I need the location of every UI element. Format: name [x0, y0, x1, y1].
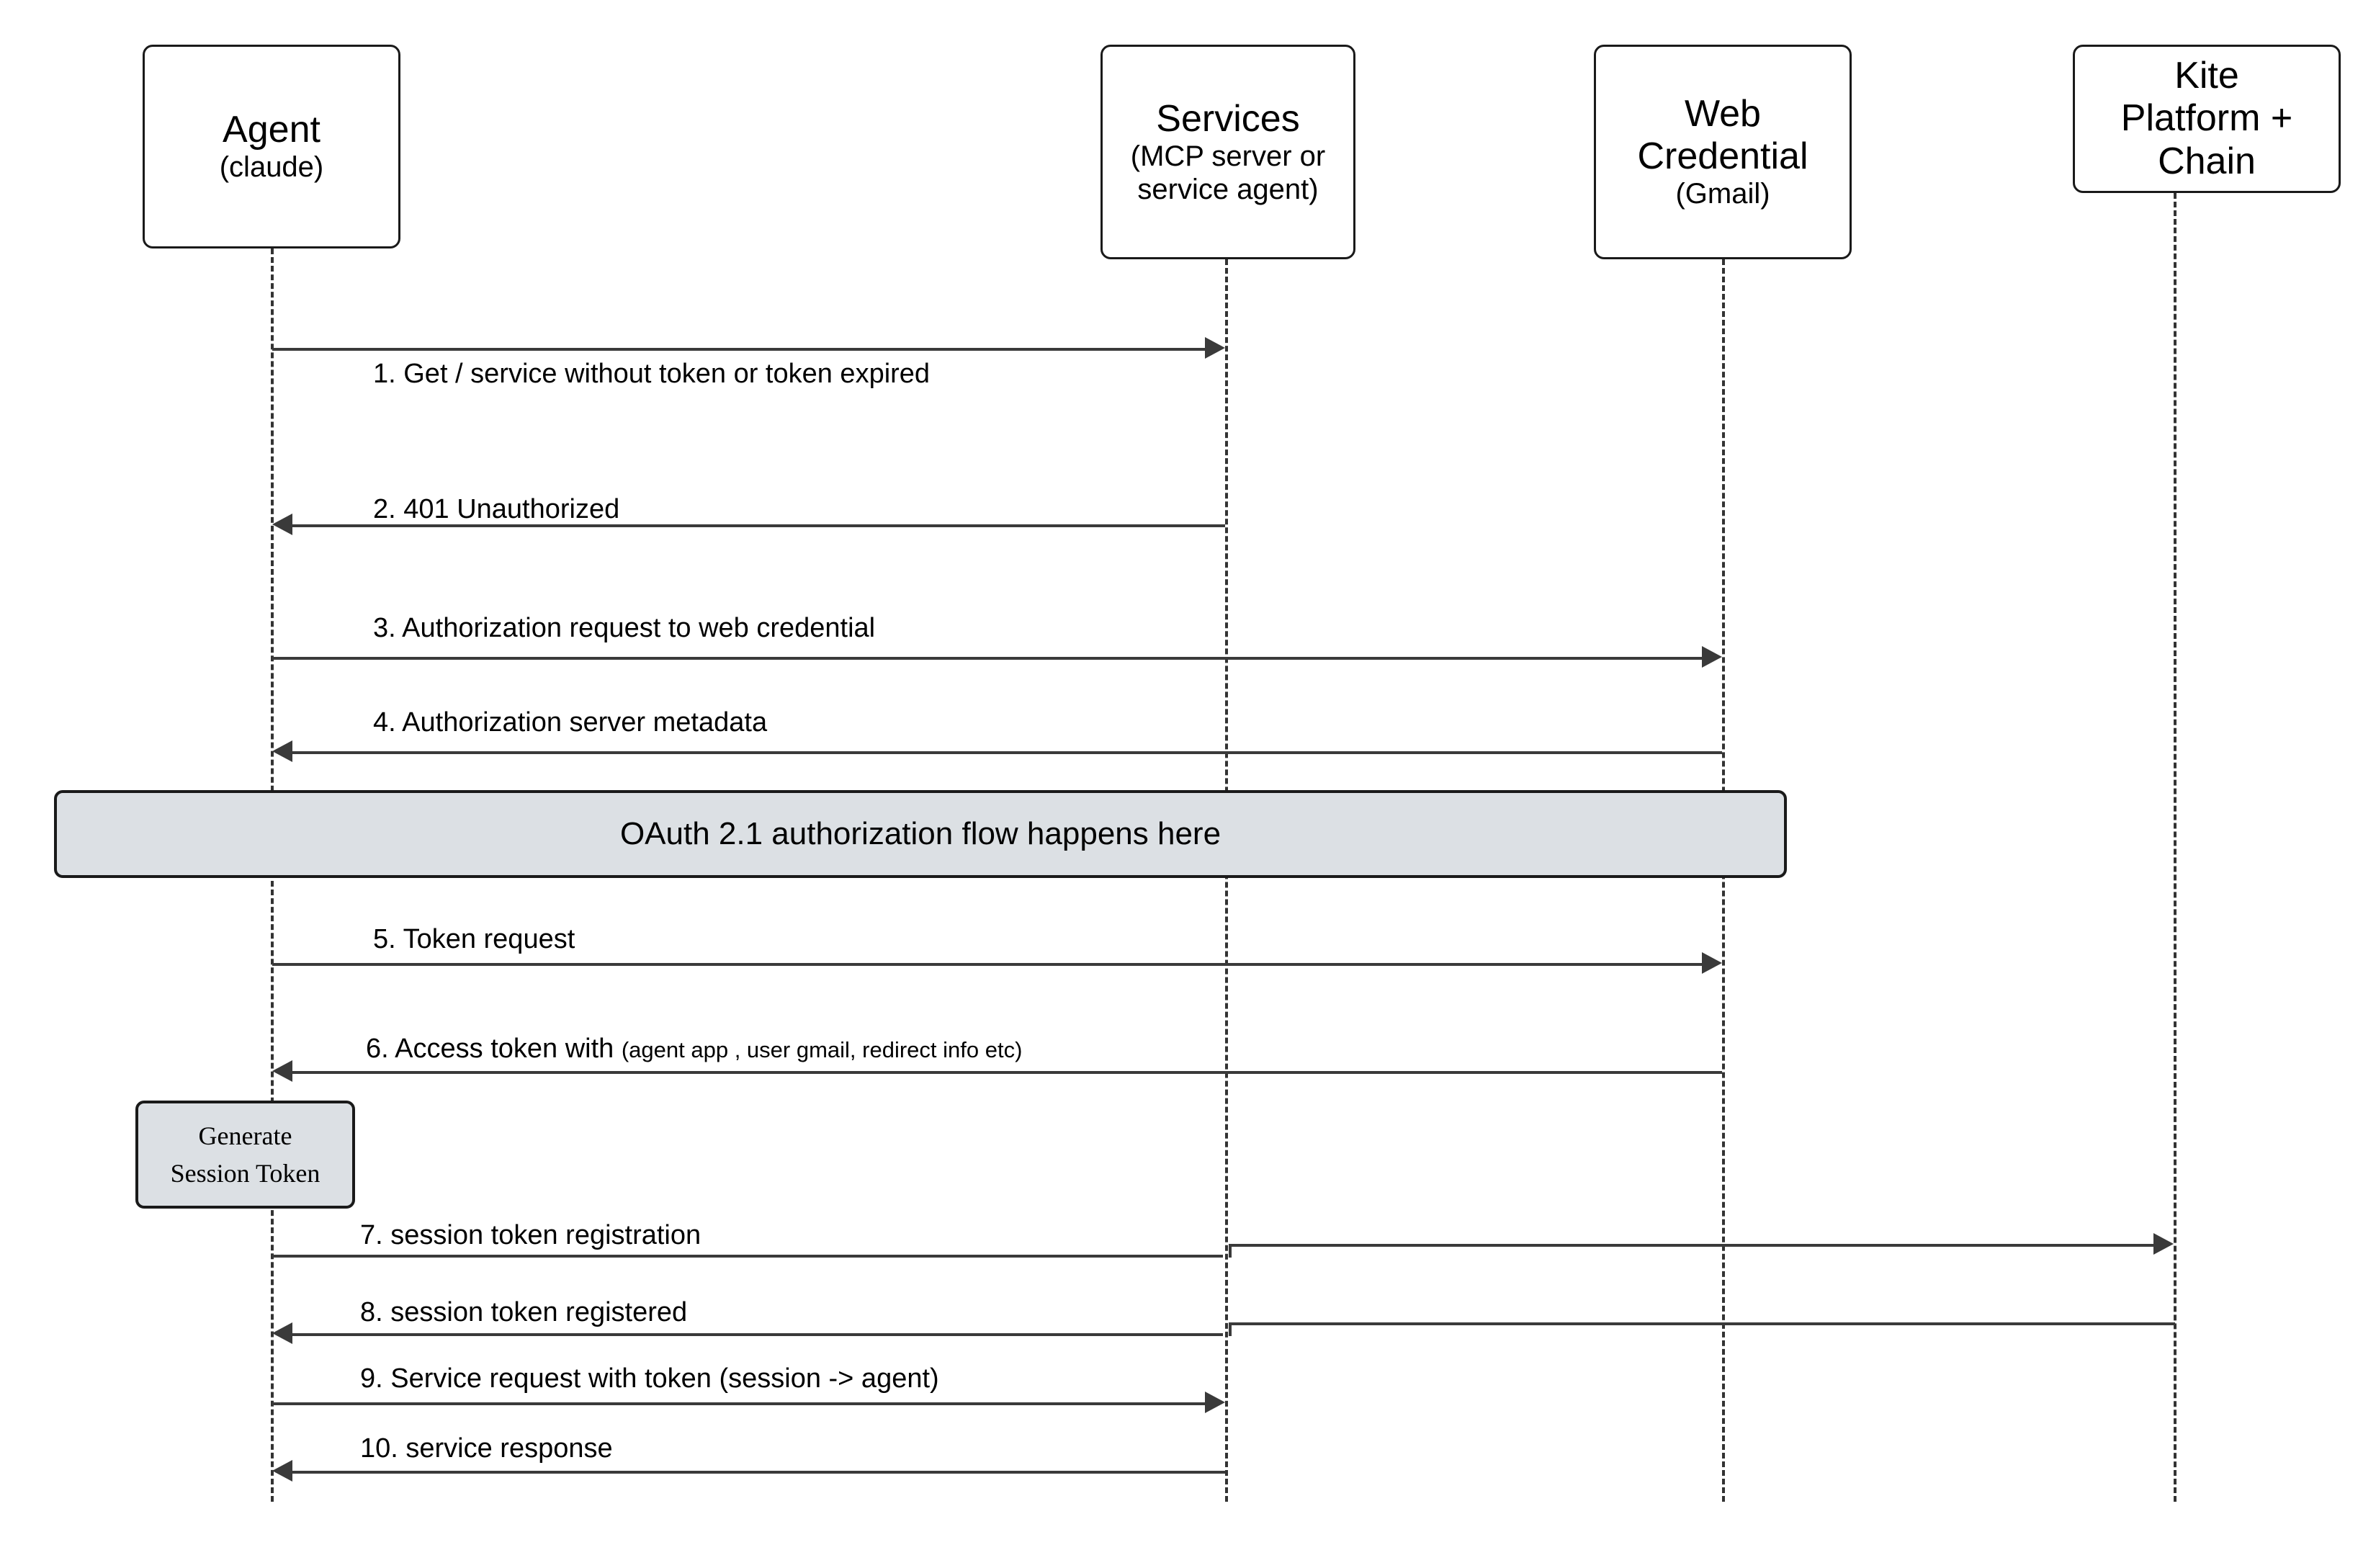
lifeline-kite	[2174, 193, 2177, 1502]
message-6-label-main: 6. Access token with	[366, 1034, 622, 1064]
message-7-line-right	[1229, 1244, 2153, 1247]
message-7-line-left	[272, 1255, 1223, 1258]
participant-kite[interactable]: Kite Platform + Chain	[2073, 45, 2341, 193]
message-3-line	[272, 657, 1702, 660]
participant-web-credential[interactable]: Web Credential (Gmail)	[1594, 45, 1852, 259]
message-8-line-left	[292, 1333, 1223, 1336]
message-2-label: 2. 401 Unauthorized	[373, 494, 620, 524]
participant-kite-title-line1: Kite	[2174, 55, 2239, 97]
message-8-arrowhead	[272, 1322, 292, 1344]
message-7-arrowhead	[2153, 1233, 2174, 1255]
participant-kite-title-line2: Platform +	[2120, 97, 2293, 140]
note-oauth-flow: OAuth 2.1 authorization flow happens her…	[54, 790, 1787, 878]
message-10-line	[292, 1471, 1225, 1474]
message-4-arrowhead	[272, 740, 292, 762]
message-8-line-right	[1229, 1322, 2175, 1325]
message-6-label: 6. Access token with (agent app , user g…	[366, 1035, 1022, 1062]
message-2-line	[292, 524, 1225, 527]
message-7-label: 7. session token registration	[360, 1220, 701, 1250]
participant-agent[interactable]: Agent (claude)	[143, 45, 400, 248]
message-8-step	[1229, 1322, 1232, 1336]
activation-generate-session-token: Generate Session Token	[135, 1101, 355, 1209]
message-1-label: 1. Get / service without token or token …	[373, 359, 931, 389]
message-9-arrowhead	[1205, 1392, 1225, 1413]
message-5-line	[272, 963, 1702, 966]
message-1-line	[272, 348, 1205, 351]
message-9-label: 9. Service request with token (session -…	[360, 1363, 939, 1394]
participant-services-subtitle-line2: service agent)	[1137, 173, 1319, 205]
participant-web-credential-title-line1: Web	[1685, 92, 1761, 135]
message-4-label: 4. Authorization server metadata	[373, 707, 768, 738]
participant-kite-title-line3: Chain	[2158, 140, 2256, 182]
message-6-label-detail: (agent app , user gmail, redirect info e…	[621, 1037, 1023, 1062]
message-8-label: 8. session token registered	[360, 1297, 688, 1327]
message-5-label: 5. Token request	[373, 924, 575, 954]
activation-generate-session-token-line2: Session Token	[170, 1159, 320, 1188]
participant-web-credential-subtitle: (Gmail)	[1675, 178, 1770, 210]
message-1-arrowhead	[1205, 337, 1225, 359]
lifeline-services	[1225, 259, 1228, 1502]
message-7-step	[1229, 1244, 1232, 1258]
participant-agent-subtitle: (claude)	[219, 151, 324, 184]
message-4-line	[292, 751, 1722, 754]
message-3-arrowhead	[1702, 646, 1722, 668]
message-3-label: 3. Authorization request to web credenti…	[373, 613, 876, 643]
participant-web-credential-title-line2: Credential	[1637, 135, 1808, 178]
message-6-arrowhead	[272, 1060, 292, 1082]
participant-agent-title: Agent	[223, 109, 320, 151]
participant-services[interactable]: Services (MCP server or service agent)	[1100, 45, 1355, 259]
participant-services-subtitle-line1: (MCP server or	[1130, 140, 1326, 173]
lifeline-web-credential	[1722, 259, 1725, 1502]
participant-services-title: Services	[1156, 97, 1300, 140]
note-oauth-flow-text: OAuth 2.1 authorization flow happens her…	[619, 816, 1221, 851]
message-6-line	[292, 1071, 1722, 1074]
message-10-arrowhead	[272, 1460, 292, 1482]
message-2-arrowhead	[272, 514, 292, 535]
message-5-arrowhead	[1702, 952, 1722, 974]
message-10-label: 10. service response	[360, 1433, 613, 1464]
activation-generate-session-token-line1: Generate	[198, 1121, 292, 1150]
message-9-line	[272, 1402, 1205, 1405]
